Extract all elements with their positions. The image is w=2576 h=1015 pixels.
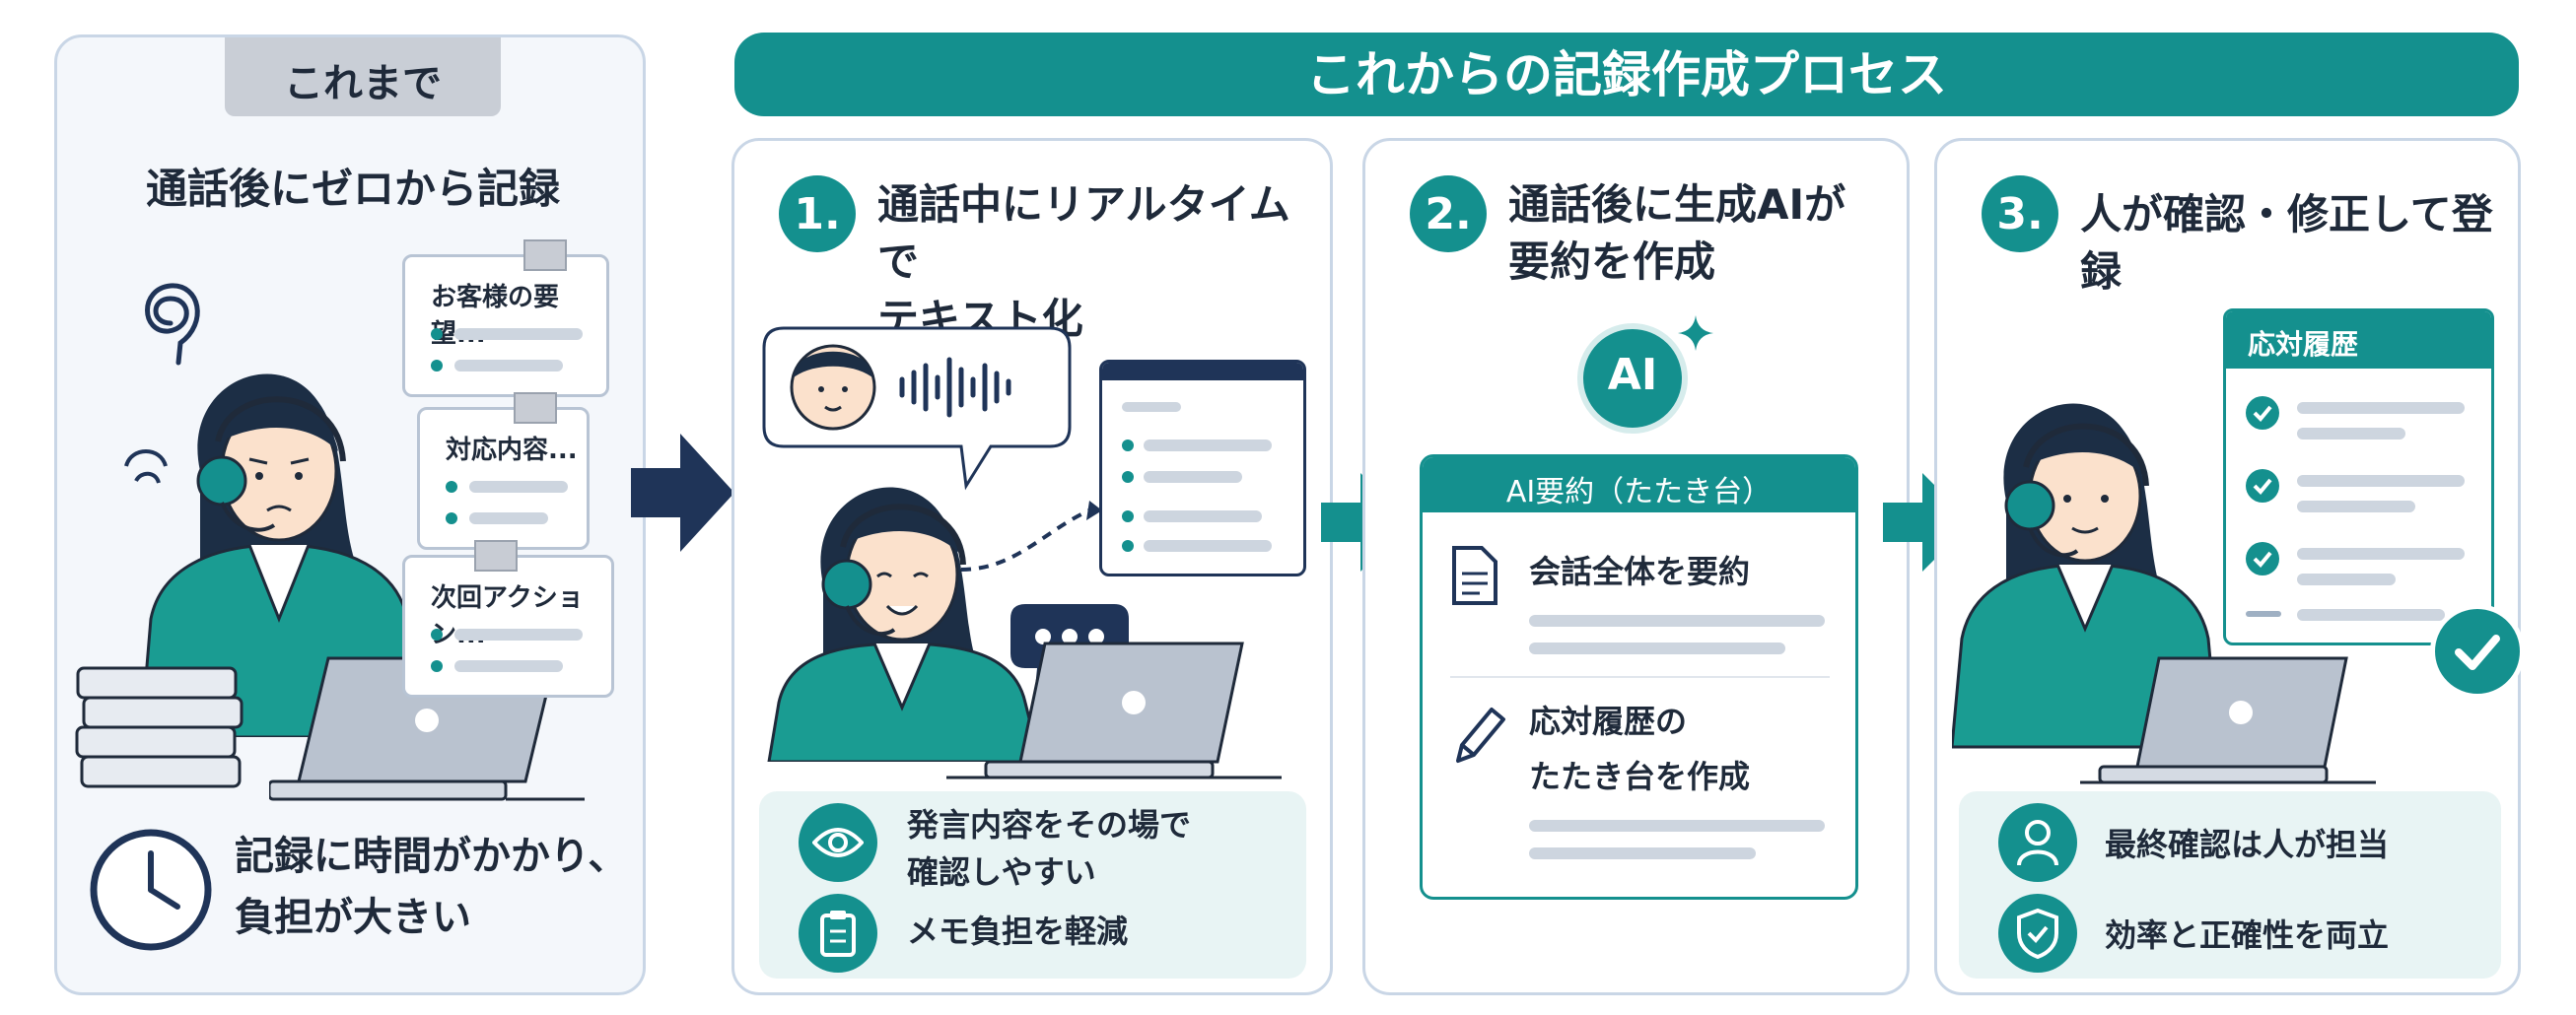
laptop-illustration [946,642,1282,779]
step1-feature-1: 発言内容をその場で 確認しやすい [907,806,1192,891]
step1-number: 1. [779,175,856,252]
ai-badge-label: AI [1607,350,1658,400]
caller-speech-bubble [762,326,1072,491]
before-panel: これまで 通話後にゼロから記録 お客様の要望... [54,34,646,995]
note-customer-request: お客様の要望... [402,239,609,397]
step3-features: 最終確認は人が担当 効率と正確性を両立 [1959,791,2501,979]
teal-arrow-icon [1883,473,1972,572]
process-banner-label: これからの記録作成プロセス [1306,46,1947,103]
paper-stack-illustration [75,666,244,788]
clipboard-icon [799,894,877,973]
check-icon [2246,542,2279,575]
document-icon [1452,546,1497,605]
ai-summary-card-header: AI要約（たたき台） [1505,475,1773,509]
sparkle-icon [1678,315,1713,351]
step2-heading: 通話後に生成AIが 要約を作成 [1508,180,1846,286]
check-icon [2246,396,2279,430]
step3-feature-1: 最終確認は人が担当 [2105,826,2390,863]
step3-feature-2: 効率と正確性を両立 [2105,916,2390,954]
before-title: 通話後にゼロから記録 [145,165,560,213]
step3-heading: 人が確認・修正して登録 [2080,190,2493,296]
process-banner [734,33,2519,116]
check-icon [2246,469,2279,503]
ai-summary-item-2: 応対履歴の たたき台を作成 [1529,703,1751,795]
smiling-operator-illustration [767,487,1042,762]
sweat-icon [124,449,168,484]
step1-panel: 1. 通話中にリアルタイムで テキスト化 [731,138,1333,995]
step1-features: 発言内容をその場で 確認しやすい メモ負担を軽減 [759,791,1306,979]
note-next-action: 次回アクション... [402,540,614,698]
step1-feature-2: メモ負担を軽減 [907,913,1129,950]
step3-panel: 3. 人が確認・修正して登録 応対履歴 [1934,138,2525,995]
note-response-content: 対応内容... [417,392,590,550]
before-badge-label: これまで [284,61,442,106]
ai-summary-card: AI要約（たたき台） 会話全体を要約 応対履歴の たたき台を作成 [1420,454,1858,900]
before-badge [225,37,501,116]
history-card: 応対履歴 [2223,308,2494,645]
clock-icon [90,829,212,951]
eye-icon [799,803,877,882]
shield-check-icon [1998,894,2077,973]
stress-swirl-icon [145,283,200,366]
big-check-icon [2430,604,2525,699]
step2-panel: 2. 通話後に生成AIが 要約を作成 AI AI要約（たたき台） 会話全体を要約… [1362,138,1910,995]
dashed-flow-arrow [960,501,1102,572]
navy-arrow-icon [631,434,734,552]
history-card-header: 応対履歴 [2248,328,2359,361]
person-icon [1998,803,2077,882]
laptop-illustration [2080,656,2376,784]
transcript-window [1099,360,1306,576]
ai-badge [1577,323,1688,434]
ai-summary-item-1: 会話全体を要約 [1529,553,1751,590]
pencil-icon [1456,708,1505,763]
before-bottom-text: 記録に時間がかかり、 負担が大きい [235,834,628,940]
step2-number: 2. [1410,175,1487,252]
step3-number: 3. [1982,175,2058,252]
